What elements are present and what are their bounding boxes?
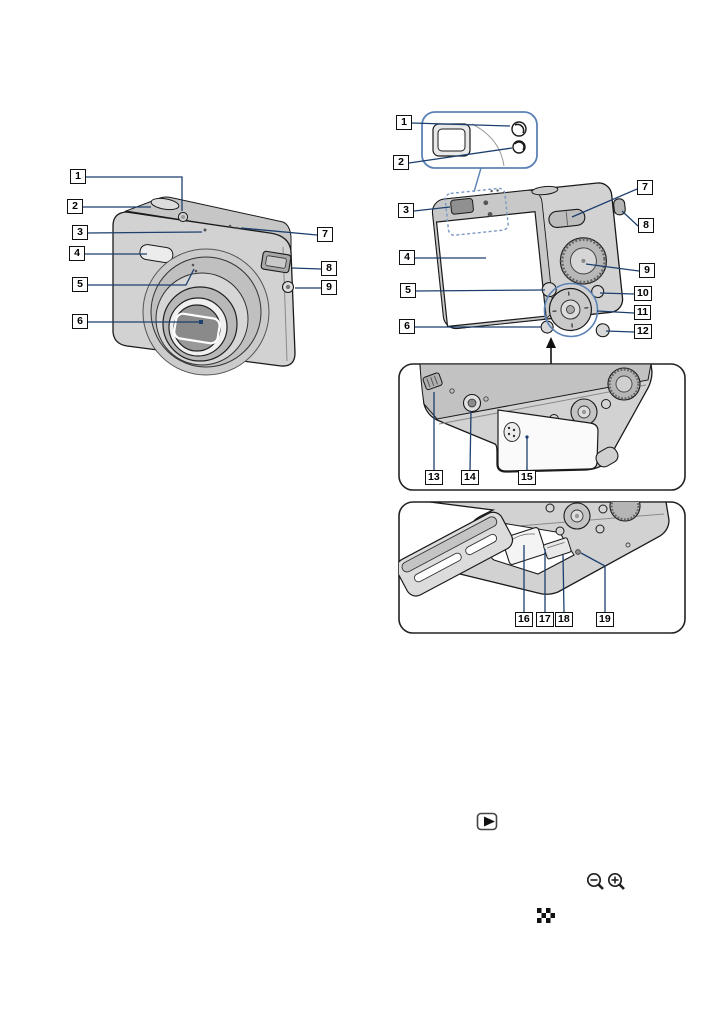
callout-back_view-6: 6 (399, 319, 415, 334)
callout-compartment_view-16: 16 (515, 612, 533, 627)
zoom-in-icon (607, 872, 625, 890)
leader-back-5 (415, 289, 546, 292)
callout-front_view-1: 1 (70, 169, 86, 184)
leader-back-1 (411, 122, 511, 127)
callout-back_view-1: 1 (396, 115, 412, 130)
callout-compartment_view-17: 17 (536, 612, 554, 627)
access-lamp-drawing (575, 549, 581, 555)
callout-back_view-7: 7 (637, 180, 653, 195)
front-view-leader-lines (83, 176, 322, 324)
zoom-out-icon (586, 872, 604, 890)
leader-back-2 (408, 147, 513, 164)
shutter-button-drawing (150, 197, 180, 211)
callout-front_view-7: 7 (317, 227, 333, 242)
leader-18 (562, 554, 565, 613)
callout-compartment_view-18: 18 (555, 612, 573, 627)
back-view-leader-lines (408, 122, 640, 333)
callout-front_view-5: 5 (72, 277, 88, 292)
leader-back-11 (596, 310, 635, 314)
leader-back-10 (599, 292, 635, 295)
callout-bottom_view-13: 13 (425, 470, 443, 485)
camera-bottom-view-drawing (419, 364, 653, 473)
playback-button-icon (476, 812, 498, 831)
callout-back_view-3: 3 (398, 203, 414, 218)
leader-back-7 (571, 188, 638, 218)
leader-back-8 (621, 210, 639, 227)
battery-cover-drawing (497, 409, 599, 472)
relation-arrow (546, 337, 556, 364)
control-pad-drawing (548, 287, 593, 332)
leader-14 (469, 410, 472, 471)
callout-compartment_view-19: 19 (596, 612, 614, 627)
leader-front-3 (87, 231, 203, 234)
finder-lamps-zone (444, 187, 509, 236)
multi-connector-drawing (422, 372, 443, 391)
mode-dial-drawing (559, 237, 608, 285)
leader-front-8 (291, 267, 322, 270)
callout-back_view-8: 8 (638, 218, 654, 233)
callout-back_view-9: 9 (639, 263, 655, 278)
callout-front_view-4: 4 (69, 246, 85, 261)
callout-back_view-12: 12 (634, 324, 652, 339)
camera-compartment-view-drawing (399, 502, 670, 597)
button-10-drawing (591, 285, 605, 299)
leader-front-7 (240, 227, 318, 236)
callout-back_view-10: 10 (634, 286, 652, 301)
leader-back-9 (585, 263, 640, 272)
callout-back_view-2: 2 (393, 155, 409, 170)
leader-front-5 (88, 268, 195, 286)
lens-drawing (142, 248, 270, 376)
callout-front_view-2: 2 (67, 199, 83, 214)
viewfinder-eyepiece-drawing (450, 197, 474, 215)
control-pad-highlight-ring (543, 282, 599, 338)
leader-back-12 (605, 330, 635, 333)
callout-bottom_view-14: 14 (461, 470, 479, 485)
compartment-leader-lines (523, 545, 606, 613)
callout-front_view-3: 3 (72, 225, 88, 240)
bottom-view-leader-lines (433, 392, 529, 471)
camera-back-view-drawing (431, 182, 626, 338)
leader-front-1 (86, 176, 183, 211)
flash-drawing (139, 244, 174, 264)
open-door-drawing (399, 511, 514, 597)
leader-back-3 (413, 206, 451, 212)
charge-lamp (512, 140, 526, 154)
lcd-screen-drawing (435, 211, 547, 328)
callout-front_view-8: 8 (321, 261, 337, 276)
camera-front-view-drawing (112, 196, 296, 376)
callout-back_view-4: 4 (399, 250, 415, 265)
button-12-drawing (595, 323, 610, 338)
leader-19 (580, 552, 606, 612)
callout-back_view-11: 11 (634, 305, 652, 320)
callout-bottom_view-15: 15 (518, 470, 536, 485)
callout-back_view-5: 5 (400, 283, 416, 298)
image-index-icon (537, 908, 555, 923)
tripod-socket-drawing (462, 393, 482, 413)
callout-front_view-9: 9 (321, 280, 337, 295)
callout-front_view-6: 6 (72, 314, 88, 329)
